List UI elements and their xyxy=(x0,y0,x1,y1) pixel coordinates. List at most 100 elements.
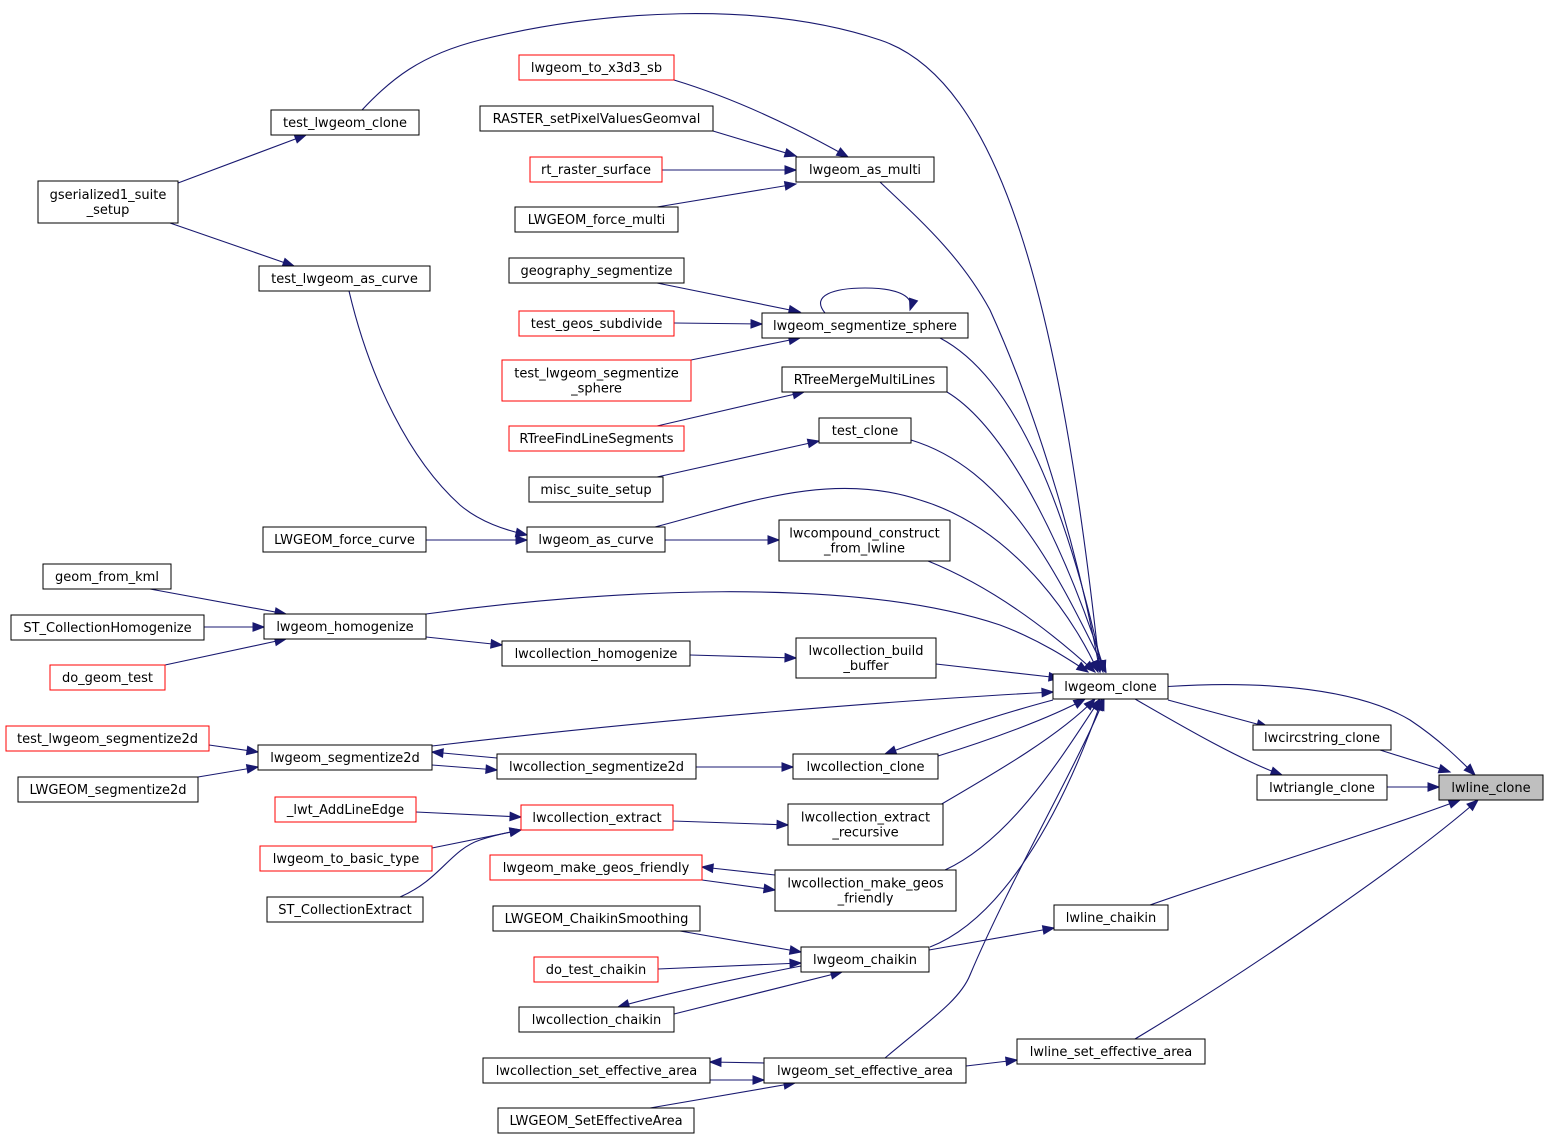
node-box xyxy=(262,526,427,553)
node-label: RASTER_setPixelValuesGeomval xyxy=(493,112,701,127)
node-label: lwgeom_as_multi xyxy=(809,163,921,178)
node-lwcollection-homogenize[interactable]: lwcollection_homogenize xyxy=(501,640,691,667)
node-misc-suite-setup[interactable]: misc_suite_setup xyxy=(528,476,664,503)
node-lwcollection-extract[interactable]: lwcollection_extract xyxy=(520,804,674,831)
node-lwgeom-as-multi[interactable]: lwgeom_as_multi xyxy=(795,156,935,183)
node-rtreefindlinesegments[interactable]: RTreeFindLineSegments xyxy=(508,425,685,452)
node-lwgeom-as-curve[interactable]: lwgeom_as_curve xyxy=(526,526,666,553)
node-test-geos-subdivide[interactable]: test_geos_subdivide xyxy=(518,310,675,337)
arrowhead xyxy=(700,863,714,874)
node-raster-setpixelvaluesgeomval[interactable]: RASTER_setPixelValuesGeomval xyxy=(479,105,714,132)
node-test-clone[interactable]: test_clone xyxy=(818,417,912,444)
node-test-lwgeom-clone[interactable]: test_lwgeom_clone xyxy=(270,109,420,136)
node-st-collectionextract[interactable]: ST_CollectionExtract xyxy=(266,896,424,923)
edge-lwgeom-clone-to-lwline-clone xyxy=(1167,684,1476,776)
node-lwcollection-extract-recursive[interactable]: lwcollection_extract_recursive xyxy=(787,803,944,846)
edge-do-test-chaikin-to-lwgeom-chaikin xyxy=(657,962,802,970)
node-lwline-chaikin[interactable]: lwline_chaikin xyxy=(1053,904,1169,931)
node-label: test_lwgeom_as_curve xyxy=(271,272,418,287)
node-box xyxy=(518,310,675,337)
arrowhead xyxy=(762,883,777,894)
node-lwgeom-segmentize2d[interactable]: LWGEOM_segmentize2d xyxy=(17,776,199,803)
edge-lwgeom-segmentize2d-to-lwgeom-clone xyxy=(431,691,1054,747)
node-label: lwgeom_to_basic_type xyxy=(273,852,419,867)
node-lwline-set-effective-area[interactable]: lwline_set_effective_area xyxy=(1016,1038,1206,1065)
node-lwcollection-chaikin[interactable]: lwcollection_chaikin xyxy=(518,1006,675,1033)
node-geom-from-kml[interactable]: geom_from_kml xyxy=(42,563,172,590)
node-label: LWGEOM_force_curve xyxy=(274,533,415,548)
node-rtreemergemultilines[interactable]: RTreeMergeMultiLines xyxy=(781,366,948,393)
node-box xyxy=(1252,724,1392,751)
edge-lwcollection-clone-to-lwgeom-clone xyxy=(937,698,1086,757)
edge-lwcollection-make-geos-friendly-to-lwgeom-clone xyxy=(944,698,1101,871)
arrowhead xyxy=(1005,1056,1019,1067)
node-lwgeom-homogenize[interactable]: lwgeom_homogenize xyxy=(263,613,427,640)
arrowhead xyxy=(1427,782,1441,792)
node-lwcollection-set-effective-area[interactable]: lwcollection_set_effective_area xyxy=(482,1057,711,1084)
node-label: test_lwgeom_segmentize xyxy=(514,367,679,382)
node-box xyxy=(781,366,948,393)
node-box xyxy=(1256,774,1388,801)
edge-lwgeom-clone-to-lwtriangle-clone xyxy=(1134,698,1283,776)
node-test-lwgeom-as-curve[interactable]: test_lwgeom_as_curve xyxy=(258,265,431,292)
node-lwt-addlineedge[interactable]: _lwt_AddLineEdge xyxy=(274,796,417,823)
node-lwcollection-make-geos-friendly[interactable]: lwcollection_make_geos_friendly xyxy=(774,869,957,912)
node-gserialized1-suite-setup[interactable]: gserialized1_suite_setup xyxy=(37,180,179,224)
node-label: lwgeom_set_effective_area xyxy=(777,1064,953,1079)
arrowhead xyxy=(1088,659,1099,674)
node-lwgeom-segmentize2d[interactable]: lwgeom_segmentize2d xyxy=(257,744,433,771)
edge-geom-from-kml-to-lwgeom-homogenize xyxy=(149,588,287,615)
arrowhead xyxy=(783,147,798,158)
arrowhead xyxy=(245,764,260,774)
node-lwtriangle-clone[interactable]: lwtriangle_clone xyxy=(1256,774,1388,801)
node-lwcollection-build-buffer[interactable]: lwcollection_build_buffer xyxy=(795,637,937,679)
edge-lwcollection-homogenize-to-lwcollection-build-buffer xyxy=(689,654,797,659)
edge-misc-suite-setup-to-test-clone xyxy=(656,440,820,478)
arrowhead xyxy=(1096,659,1107,674)
edge-test-lwgeom-as-curve-to-lwgeom-as-curve xyxy=(348,290,528,536)
node-st-collectionhomogenize[interactable]: ST_CollectionHomogenize xyxy=(10,614,205,641)
node-box xyxy=(37,180,179,224)
node-lwgeom-to-basic-type[interactable]: lwgeom_to_basic_type xyxy=(259,845,433,872)
node-box xyxy=(795,156,935,183)
node-box xyxy=(496,753,697,780)
node-lwgeom-force-curve[interactable]: LWGEOM_force_curve xyxy=(262,526,427,553)
node-lwgeom-force-multi[interactable]: LWGEOM_force_multi xyxy=(514,206,679,233)
node-box xyxy=(800,946,930,973)
node-lwcompound-construct-from-lwline[interactable]: lwcompound_construct_from_lwline xyxy=(778,519,951,562)
node-lwgeom-set-effective-area[interactable]: lwgeom_set_effective_area xyxy=(763,1057,967,1084)
node-label: lwcircstring_clone xyxy=(1264,731,1380,746)
node-do-geom-test[interactable]: do_geom_test xyxy=(49,664,166,691)
node-lwcircstring-clone[interactable]: lwcircstring_clone xyxy=(1252,724,1392,751)
node-lwcollection-segmentize2d[interactable]: lwcollection_segmentize2d xyxy=(496,753,697,780)
node-test-lwgeom-segmentize-sphere[interactable]: test_lwgeom_segmentize_sphere xyxy=(501,359,692,402)
node-label: lwgeom_segmentize2d xyxy=(270,751,420,766)
edge-raster-setpixelvaluesgeomval-to-lwgeom-as-multi xyxy=(712,130,797,157)
arrowhead xyxy=(883,745,898,755)
node-lwgeom-chaikin[interactable]: lwgeom_chaikin xyxy=(800,946,930,973)
node-rt-raster-surface[interactable]: rt_raster_surface xyxy=(529,156,663,183)
edge-lwgeom-homogenize-to-lwcollection-homogenize xyxy=(425,636,503,646)
node-lwgeom-clone[interactable]: lwgeom_clone xyxy=(1052,673,1169,700)
node-label: _lwt_AddLineEdge xyxy=(286,803,404,818)
node-lwgeom-seteffectivearea[interactable]: LWGEOM_SetEffectiveArea xyxy=(497,1107,695,1134)
node-lwgeom-segmentize-sphere[interactable]: lwgeom_segmentize_sphere xyxy=(761,312,969,339)
edge-lwgeom-as-multi-to-lwgeom-clone xyxy=(879,181,1101,673)
node-label: LWGEOM_segmentize2d xyxy=(29,783,186,798)
node-lwgeom-chaikinsmoothing[interactable]: LWGEOM_ChaikinSmoothing xyxy=(492,905,701,932)
node-lwcollection-clone[interactable]: lwcollection_clone xyxy=(792,753,939,780)
edge-lwcollection-make-geos-friendly-to-lwgeom-make-geos-friendly xyxy=(701,866,776,876)
edge-do-geom-test-to-lwgeom-homogenize xyxy=(164,638,287,666)
node-do-test-chaikin[interactable]: do_test_chaikin xyxy=(533,956,659,983)
arrowhead xyxy=(1437,763,1452,774)
node-lwgeom-to-x3d3-sb[interactable]: lwgeom_to_x3d3_sb xyxy=(518,54,675,81)
node-test-lwgeom-segmentize2d[interactable]: test_lwgeom_segmentize2d xyxy=(5,725,210,752)
node-box xyxy=(508,257,685,284)
node-label: lwline_set_effective_area xyxy=(1030,1045,1193,1060)
node-label: ST_CollectionExtract xyxy=(278,903,412,918)
edge-lwcollection-extract-to-lwcollection-extract-recursive xyxy=(672,820,789,826)
arrowhead xyxy=(252,622,266,632)
node-lwgeom-make-geos-friendly[interactable]: lwgeom_make_geos_friendly xyxy=(489,854,703,881)
node-geography-segmentize[interactable]: geography_segmentize xyxy=(508,257,685,284)
node-box xyxy=(489,854,703,881)
